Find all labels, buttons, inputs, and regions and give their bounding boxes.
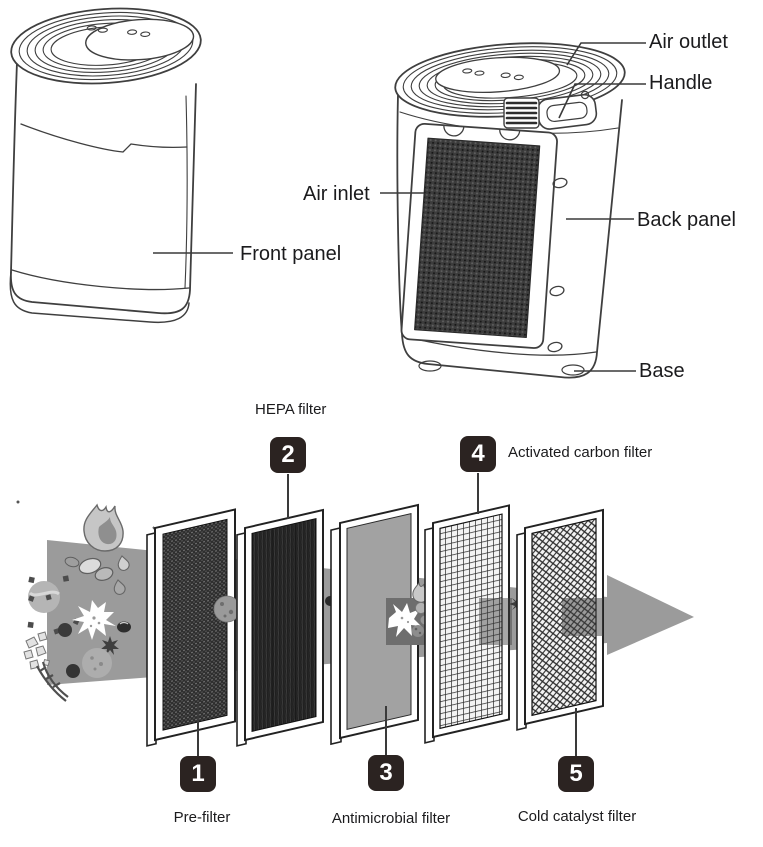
control-panel-area	[85, 18, 195, 61]
front-base	[9, 271, 190, 324]
stage-caption-pre-filter: Pre-filter	[173, 809, 231, 826]
stage-badge-3: 3	[368, 755, 404, 791]
label-handle: Handle	[649, 72, 713, 94]
handle-illustration	[536, 93, 598, 130]
arrow-through-filter	[562, 598, 603, 636]
dust-mite-icon	[64, 556, 114, 581]
label-base: Base	[639, 360, 685, 382]
starburst-icon	[101, 636, 119, 655]
label-air-inlet: Air inlet	[303, 183, 370, 205]
front-side-line	[184, 95, 188, 289]
stage-connector-lines	[197, 473, 577, 756]
front-top-seam	[20, 123, 188, 153]
droplet-icon	[113, 579, 126, 595]
front-view-illustration	[9, 7, 202, 324]
particle-dot	[66, 664, 80, 678]
label-front-panel: Front panel	[240, 243, 342, 265]
air-inlet-mesh	[414, 137, 541, 339]
finger-notch	[443, 124, 465, 137]
finger-notch	[499, 128, 521, 141]
germ-icon	[28, 581, 60, 613]
pollutants-cluster	[16, 500, 162, 702]
back-view-illustration	[394, 42, 626, 379]
stage-caption-cold-catalyst-filter: Cold catalyst filter	[517, 808, 637, 825]
label-back-panel: Back panel	[637, 209, 736, 231]
germ-icon	[213, 595, 241, 623]
stage-badge-5: 5	[558, 756, 594, 792]
base-foot	[418, 360, 442, 372]
stage-badge-2: 2	[270, 437, 306, 473]
front-lid	[10, 7, 202, 85]
front-base-seam	[11, 269, 190, 291]
control-buttons	[86, 25, 151, 37]
seed-icon	[117, 621, 131, 633]
label-air-outlet: Air outlet	[649, 31, 728, 53]
stage-caption-antimicrobial-filter: Antimicrobial filter	[331, 810, 451, 827]
filter-panel-3-antimicrobial	[330, 503, 419, 746]
back-base-seam	[401, 335, 597, 356]
splat-icon	[72, 600, 116, 640]
stage-badge-4: 4	[460, 436, 496, 472]
base-foot	[561, 364, 585, 376]
front-body	[10, 61, 197, 315]
filter-panel-2-hepa	[236, 508, 324, 747]
arrow-through-filter	[479, 598, 512, 645]
stage-badge-1: 1	[180, 756, 216, 792]
back-panel-assembly	[400, 122, 558, 349]
leaf-icon	[36, 661, 69, 702]
leader-lines	[153, 42, 646, 372]
control-buttons	[462, 68, 524, 81]
vent-grille	[503, 97, 540, 129]
leader-handle	[558, 83, 646, 119]
screw-holes	[547, 177, 568, 353]
filter-panel-4-activated-carbon	[424, 504, 510, 744]
stage-caption-hepa-filter: HEPA filter	[255, 401, 327, 418]
particle-dot	[58, 623, 72, 637]
arrow-head	[607, 575, 694, 655]
handle-screw	[580, 90, 590, 100]
leader-air-outlet	[566, 42, 646, 66]
splat-icon	[388, 603, 421, 637]
crystal-icon	[23, 631, 51, 670]
filter-panel-1-pre-filter	[146, 508, 236, 747]
stage-caption-activated-carbon-filter: Activated carbon filter	[508, 444, 653, 461]
droplet-icon	[117, 555, 130, 571]
germ-icon	[82, 648, 112, 678]
flame-inner	[98, 517, 117, 545]
control-panel-area	[435, 56, 561, 94]
